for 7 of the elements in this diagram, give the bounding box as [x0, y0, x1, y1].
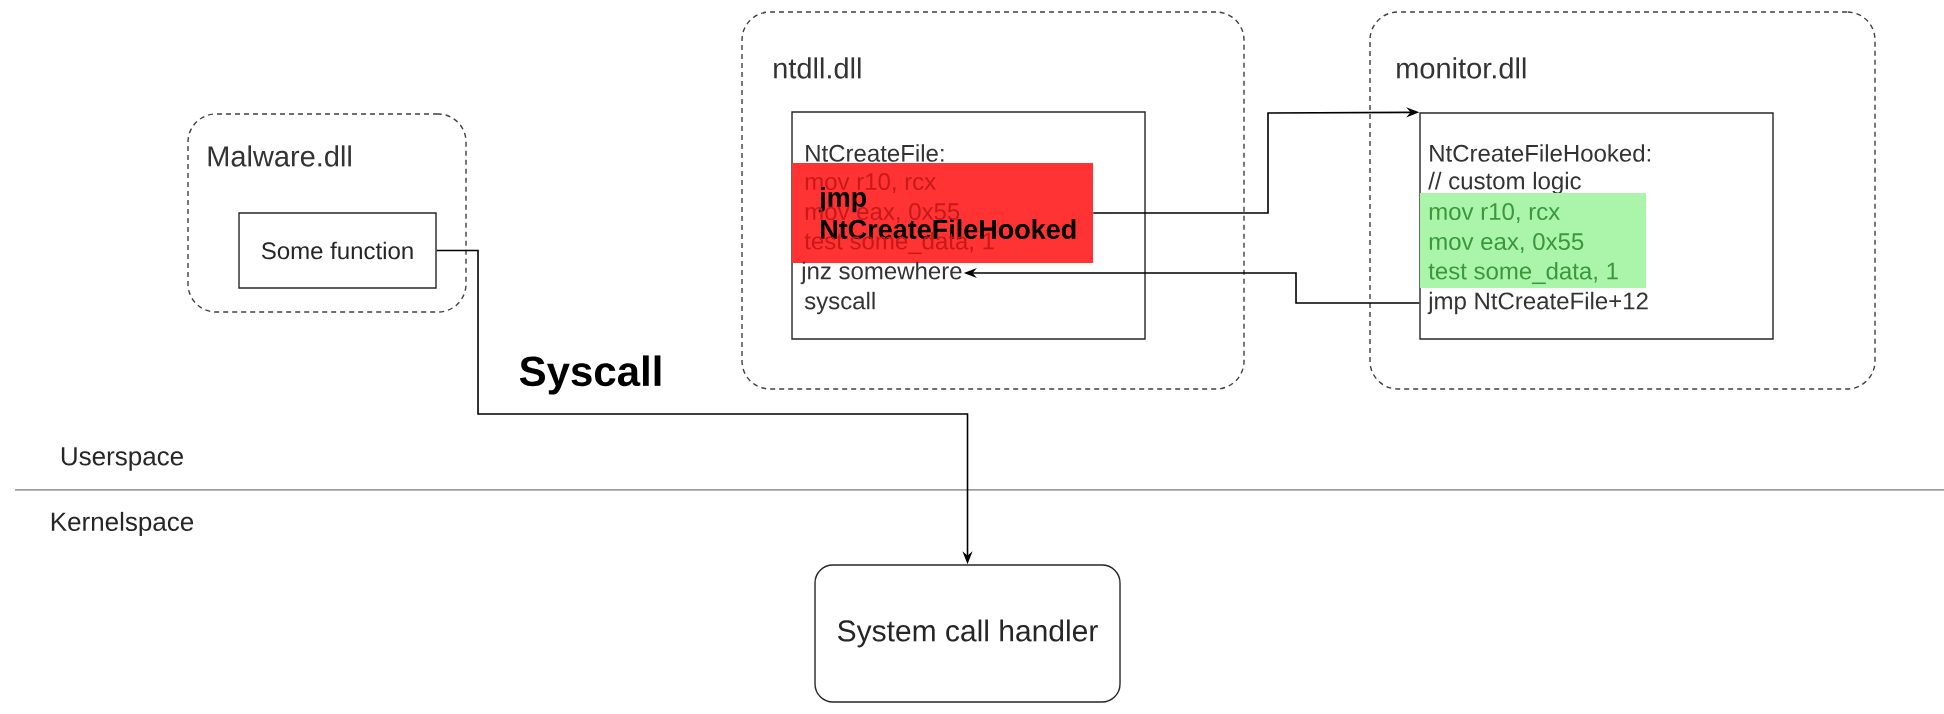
- moved-code-patch: mov r10, rcx mov eax, 0x55 test some_data, 1: [1420, 193, 1646, 288]
- region-label: Userspace: [61, 447, 183, 471]
- edge-label: Syscall: [516, 353, 666, 397]
- handler-box: System call handler: [814, 564, 1121, 703]
- code-line: jnz somewhere: [800, 261, 962, 285]
- code-box: Some function: [238, 212, 437, 289]
- region-label: Kernelspace: [51, 511, 194, 537]
